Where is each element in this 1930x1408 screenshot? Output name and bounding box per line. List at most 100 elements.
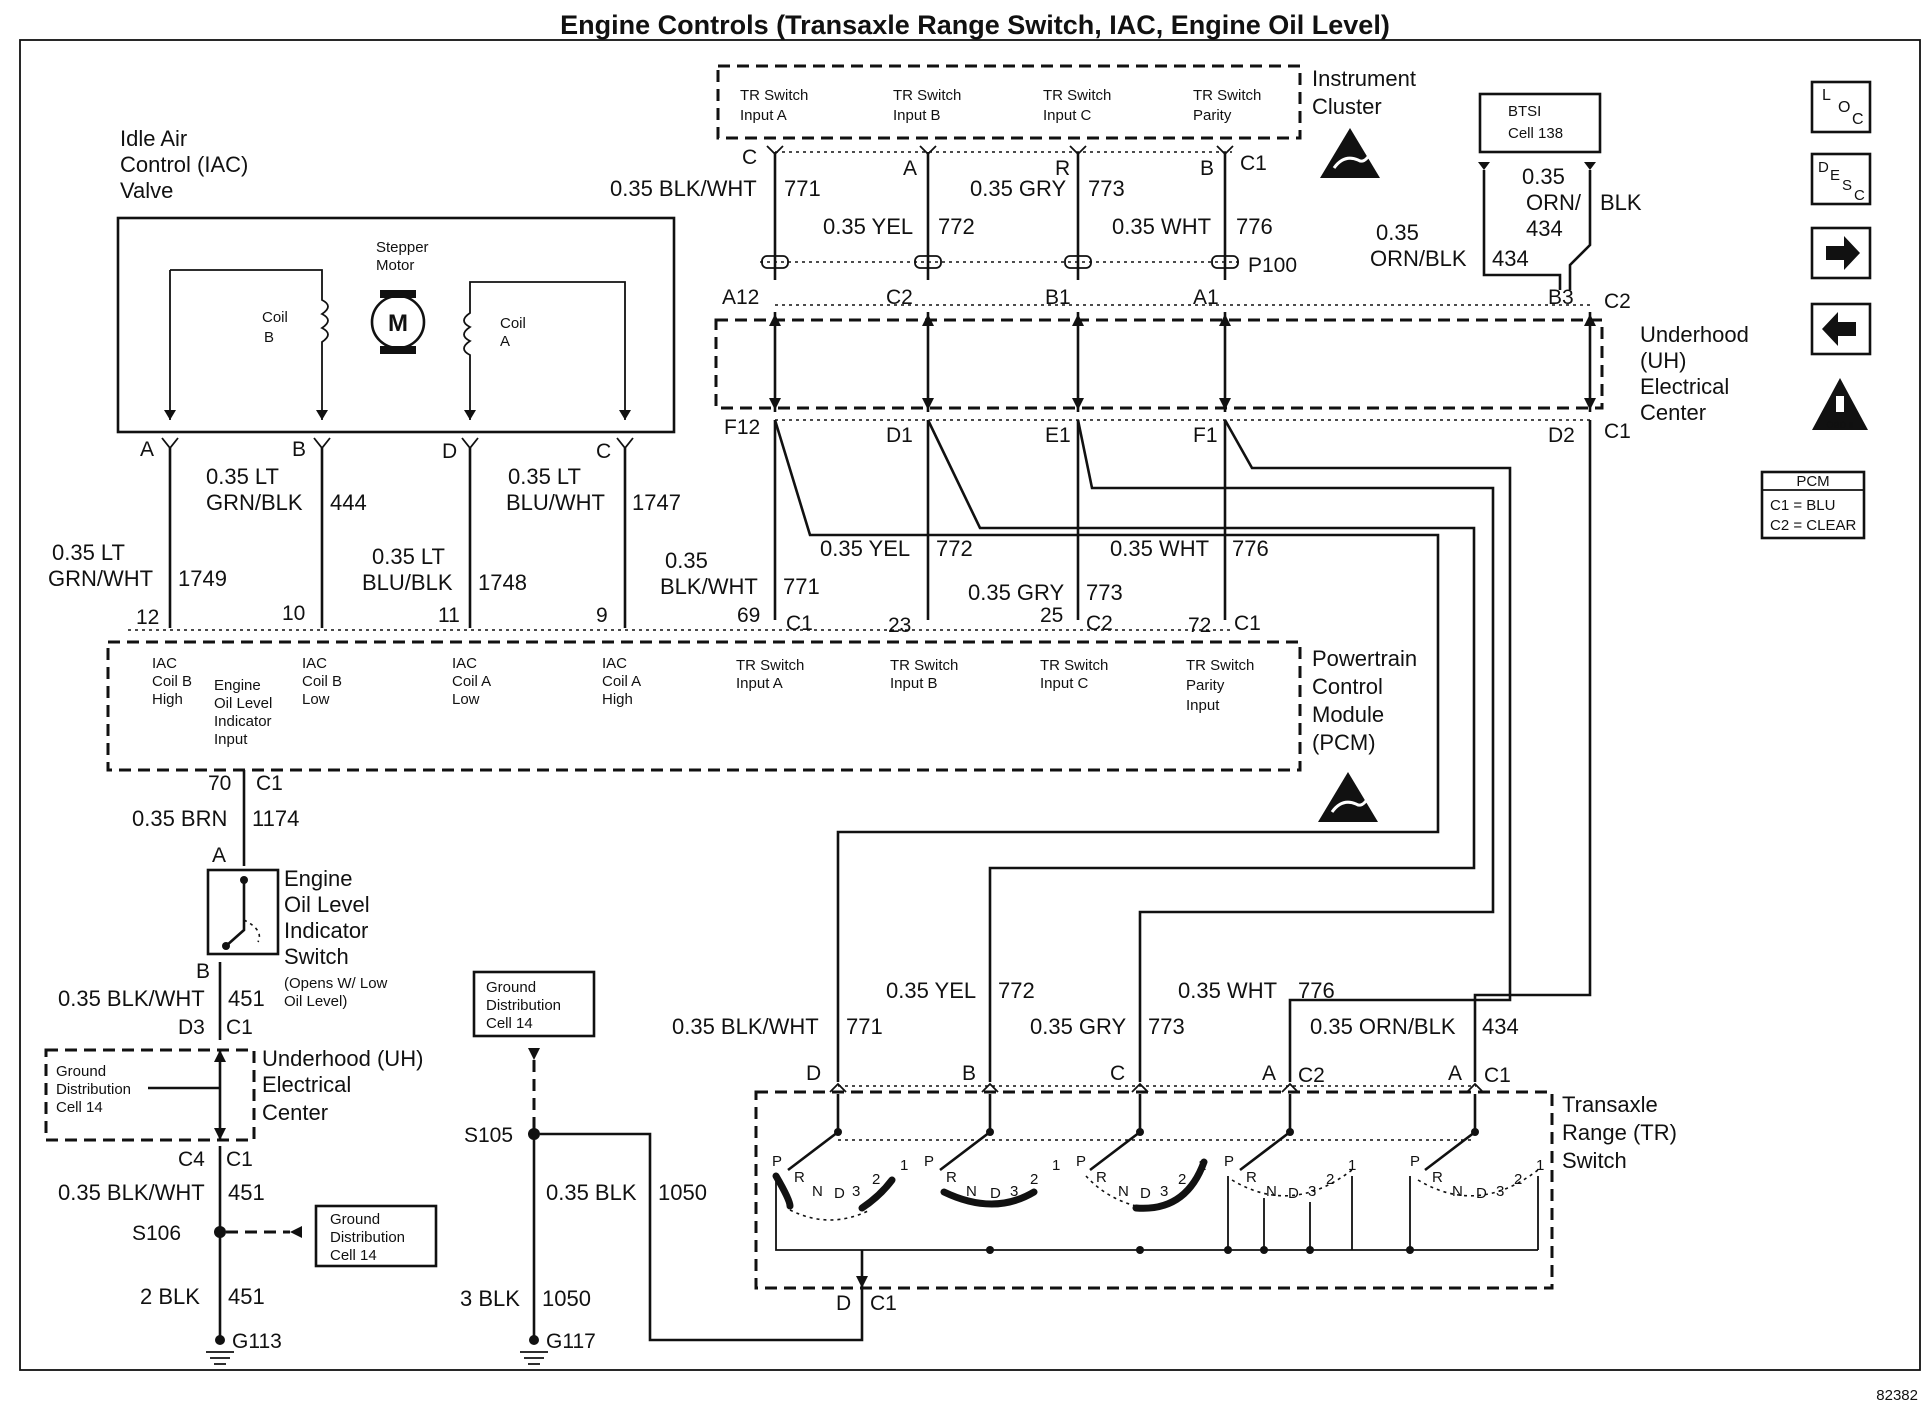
svg-text:D: D [1140,1185,1151,1202]
svg-text:D: D [990,1185,1001,1202]
wire-434-tr [1473,420,1592,1082]
svg-text:High: High [152,691,183,708]
uh-electrical-center-top: Underhood (UH) Electrical Center [714,312,1749,425]
wire-1050-a-color: 0.35 BLK [546,1180,637,1205]
page-frame [19,39,1921,1371]
btsi-line1: BTSI [1508,103,1541,120]
svg-text:High: High [602,691,633,708]
wire-434-left-gauge: 0.35 [1376,220,1419,245]
svg-text:C1 = BLU: C1 = BLU [1770,497,1835,514]
svg-text:R: R [794,1169,805,1186]
desc-icon[interactable]: D E S C [1810,152,1872,206]
wire-1050-b-color: 3 BLK [460,1286,520,1311]
ground-g117: G117 [546,1330,596,1353]
btsi-reference: BTSI Cell 138 0.35 ORN/BLK 434 0.35 ORN/… [1370,92,1642,290]
wire-1747-circuit: 1747 [632,490,681,515]
svg-text:1: 1 [1052,1157,1060,1174]
pcm-oil-c1: C1 [256,772,283,795]
svg-text:Coil A: Coil A [602,673,641,690]
svg-text:Indicator: Indicator [214,713,272,730]
oil-switch-note2: Oil Level) [284,993,347,1010]
wire-1748-gauge: 0.35 LT [372,544,445,569]
svg-text:Coil A: Coil A [452,673,491,690]
ic-input-c-line1: TR Switch [1043,87,1111,104]
wire-771-mid-circuit: 771 [783,574,820,599]
coil-b-label2: B [264,329,274,346]
motor-label2: Motor [376,257,414,274]
uh-pin-d3: D3 [178,1016,205,1039]
oil-switch-pin-a: A [212,844,226,867]
pcm-connector-c1b: C1 [1234,612,1261,635]
uh-pin-b1: B1 [1045,286,1071,309]
oil-switch-label2: Oil Level [284,892,370,917]
ic-label-line2: Cluster [1312,94,1382,119]
wire-451-a-color: 0.35 BLK/WHT [58,986,205,1011]
wire-434-right-color2: 434 [1526,216,1563,241]
tr-pin-b: B [962,1062,976,1085]
uh-pin-a1: A1 [1193,286,1219,309]
p100-connector: P100 [760,254,1297,277]
loc-icon[interactable]: L O C [1810,80,1872,134]
wire-773-tr-color: 0.35 GRY [1030,1014,1127,1039]
pcm-label3: Module [1312,702,1384,727]
svg-text:Input: Input [214,731,248,748]
svg-text:3: 3 [1160,1183,1168,1200]
wire-773-tr [1138,486,1495,1082]
wire-776-color: 0.35 WHT [1112,214,1211,239]
figure-number: 82382 [1876,1387,1918,1404]
oil-switch-label4: Switch [284,944,349,969]
uh-connector-c1: C1 [1604,420,1631,443]
oil-switch-label1: Engine [284,866,353,891]
pcm-label1: Powertrain [1312,646,1417,671]
svg-text:N: N [1452,1183,1463,1200]
wire-776-mid-circuit: 776 [1232,536,1269,561]
svg-text:IAC: IAC [302,655,327,672]
stepper-motor-icon: M [370,290,426,354]
obd-ii-icon: OBD II [1812,378,1868,430]
uh-electrical-center-bottom: Ground Distribution Cell 14 Underhood (U… [44,1046,423,1142]
ground-g117-icon [520,1335,548,1365]
svg-text:1: 1 [1348,1157,1356,1174]
svg-text:R: R [1246,1169,1257,1186]
svg-text:2: 2 [1326,1171,1334,1188]
wire-1748-color: BLU/BLK [362,570,453,595]
ic-pin-c: C [742,146,757,169]
tr-pin-a: A [1262,1062,1276,1085]
tr-ground-pin-d: D [836,1292,851,1315]
arrow-left-icon[interactable] [1810,302,1872,356]
pcm-pin-69: 69 [737,604,760,627]
ground-distribution-ref-2: Ground Distribution Cell 14 [314,1204,438,1268]
wire-434-tr-color: 0.35 ORN/BLK [1310,1014,1456,1039]
svg-text:P: P [924,1153,934,1170]
wire-772-mid-color: 0.35 YEL [820,536,910,561]
arrow-right-icon[interactable] [1810,226,1872,280]
svg-text:2: 2 [1030,1171,1038,1188]
svg-text:Cell 14: Cell 14 [486,1015,533,1032]
wire-1174-color: 0.35 BRN [132,806,227,831]
iac-pin-d: D [442,440,457,463]
wire-771-tr-color: 0.35 BLK/WHT [672,1014,819,1039]
svg-text:P: P [772,1153,782,1170]
iac-label2: Control (IAC) [120,152,248,177]
tr-connector-c1: C1 [1484,1064,1511,1087]
oil-level-switch: Engine Oil Level Indicator Switch (Opens… [206,866,388,1010]
wire-776-mid-color: 0.35 WHT [1110,536,1209,561]
svg-text:2: 2 [1178,1171,1186,1188]
iac-valve: Idle Air Control (IAC) Valve Stepper Mot… [116,126,676,434]
wire-451-b-color: 0.35 BLK/WHT [58,1180,205,1205]
transaxle-range-switch: Transaxle Range (TR) Switch P R N D 3 2 … [754,1090,1677,1290]
svg-text:D: D [1288,1185,1299,1202]
motor-symbol: M [388,310,408,337]
wire-772-tr-color: 0.35 YEL [886,978,976,1003]
wire-434-tr-circuit: 434 [1482,1014,1519,1039]
tr-label3: Switch [1562,1148,1627,1173]
svg-text:Input C: Input C [1040,675,1089,692]
wire-771-circuit: 771 [784,176,821,201]
svg-text:Coil B: Coil B [152,673,192,690]
esd-icon [1320,128,1380,178]
wire-1050-a [540,1132,864,1342]
pcm-connector-c2: C2 [1086,612,1113,635]
uh-pin-d2: D2 [1548,424,1575,447]
ground-g113: G113 [232,1330,282,1353]
iac-wires [168,448,627,628]
